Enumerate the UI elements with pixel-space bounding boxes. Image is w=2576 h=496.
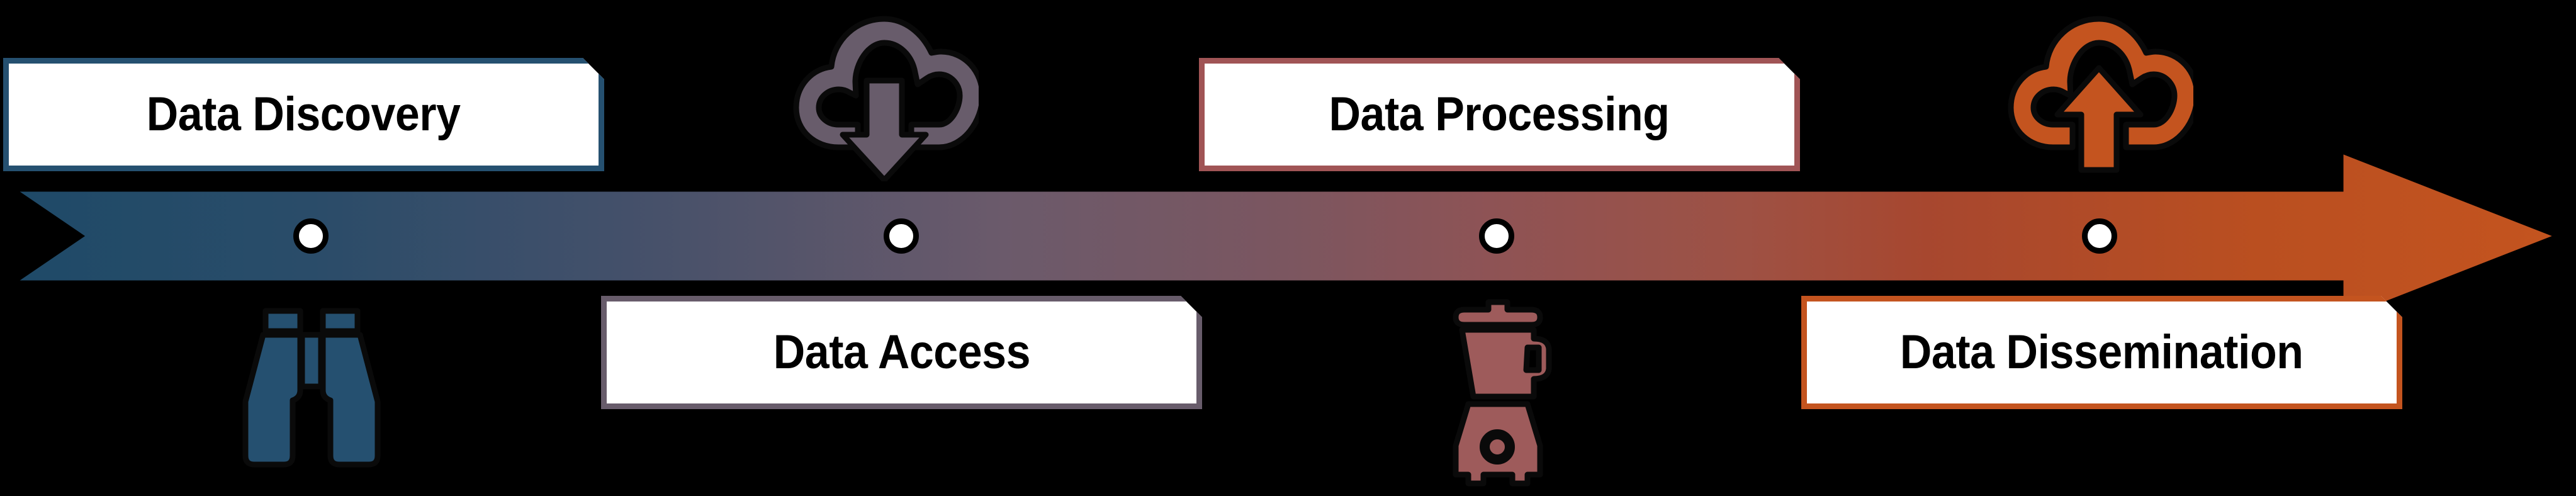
stage-label-text: Data Processing [1329, 87, 1670, 141]
blender-icon-wrap [1432, 291, 1589, 496]
stage-label-data-processing[interactable]: Data Processing [1199, 58, 1800, 171]
cloud-download-icon [793, 16, 979, 181]
cloud-download-icon-wrap [790, 11, 979, 181]
stage-label-text: Data Access [773, 325, 1030, 379]
stage-label-text: Data Dissemination [1900, 325, 2303, 379]
stage-label-text: Data Discovery [147, 87, 461, 141]
milestone-dot-data-dissemination [2082, 218, 2117, 254]
milestone-dot-data-discovery [293, 218, 329, 254]
cloud-upload-icon [2008, 16, 2193, 173]
stage-label-data-discovery[interactable]: Data Discovery [3, 58, 604, 171]
binoculars-icon [242, 308, 381, 468]
milestone-dot-data-processing [1479, 218, 1514, 254]
stage-label-data-access[interactable]: Data Access [601, 296, 1202, 409]
blender-icon [1453, 299, 1552, 487]
stage-label-data-dissemination[interactable]: Data Dissemination [1801, 296, 2402, 409]
cloud-upload-icon-wrap [2005, 11, 2193, 181]
milestone-dot-data-access [884, 218, 919, 254]
binoculars-icon-wrap [233, 302, 390, 485]
